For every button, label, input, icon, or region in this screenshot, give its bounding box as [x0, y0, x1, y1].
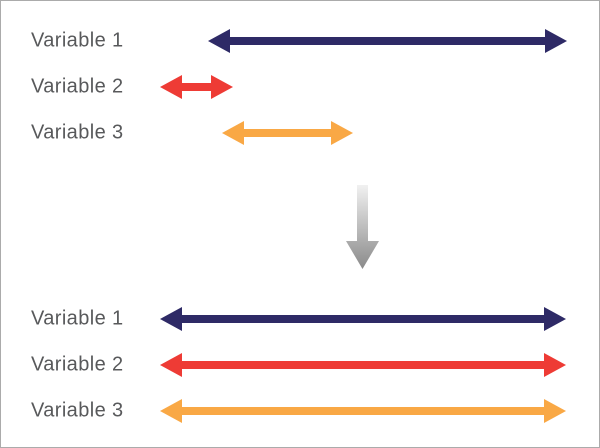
variable-1-label: Variable 1 [31, 307, 124, 330]
variable-1-range-arrow [160, 307, 566, 331]
arrow-shaft [242, 129, 333, 137]
arrow-head-right-icon [211, 75, 233, 99]
arrow-head-right-icon [331, 121, 353, 145]
arrow-head-left-icon [160, 307, 182, 331]
variable-2-range-arrow [160, 353, 566, 377]
variable-3-label: Variable 3 [31, 399, 124, 422]
arrow-shaft [180, 83, 213, 91]
arrow-head-left-icon [160, 399, 182, 423]
variable-1-range-arrow [208, 29, 567, 53]
arrow-shaft [228, 37, 547, 45]
arrow-shaft [180, 407, 546, 415]
transform-down-arrow-icon [346, 185, 379, 269]
arrow-head-right-icon [544, 307, 566, 331]
arrow-head-left-icon [208, 29, 230, 53]
arrow-shaft [180, 315, 546, 323]
arrow-head-right-icon [545, 29, 567, 53]
variable-2-label: Variable 2 [31, 75, 124, 98]
arrow-head-right-icon [544, 399, 566, 423]
arrow-shaft [180, 361, 546, 369]
arrow-head-left-icon [160, 353, 182, 377]
variable-2-label: Variable 2 [31, 353, 124, 376]
variable-1-label: Variable 1 [31, 29, 124, 52]
variable-3-range-arrow [222, 121, 353, 145]
variable-3-range-arrow [160, 399, 566, 423]
variable-3-label: Variable 3 [31, 121, 124, 144]
arrow-head-right-icon [544, 353, 566, 377]
arrow-head-left-icon [222, 121, 244, 145]
variable-2-range-arrow [160, 75, 233, 99]
arrow-head-left-icon [160, 75, 182, 99]
